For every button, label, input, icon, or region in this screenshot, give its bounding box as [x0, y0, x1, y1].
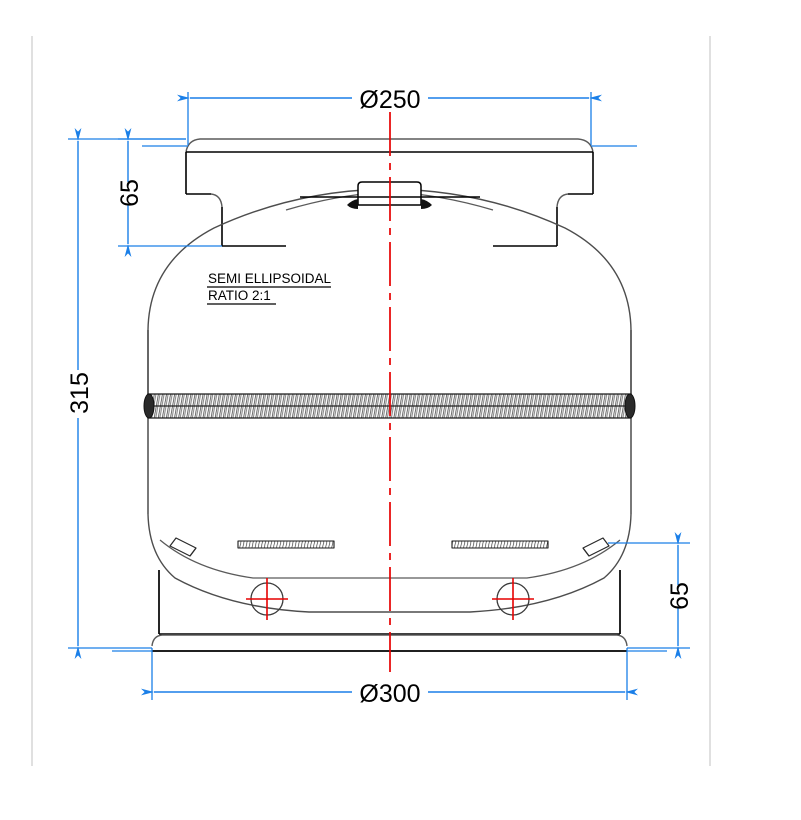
dimension-top-collar-height: 65: [116, 128, 222, 257]
foot-ring-weld-strips: [237, 540, 549, 549]
dim-label-overall-height: 315: [66, 372, 94, 414]
drain-hole-right: [492, 578, 534, 620]
drain-hole-left: [246, 578, 288, 620]
dim-label-bottom-diameter: Ø300: [359, 680, 420, 708]
sheet-frame: [31, 36, 711, 766]
dimension-base-ring-height: 65: [608, 532, 694, 659]
dimension-overall-height: 315: [66, 128, 186, 659]
dim-label-base-ring-height: 65: [666, 582, 694, 610]
dimension-bottom-diameter: Ø300: [112, 648, 667, 708]
cylindrical-shell: [147, 330, 632, 514]
dim-label-top-diameter: Ø250: [359, 86, 420, 114]
note-line-2: RATIO 2:1: [208, 288, 271, 303]
valve-guard-collar: [185, 138, 594, 247]
dim-label-top-collar-height: 65: [116, 179, 144, 207]
head-type-note: SEMI ELLIPSOIDAL RATIO 2:1: [207, 271, 332, 305]
note-line-1: SEMI ELLIPSOIDAL: [208, 271, 332, 286]
dimension-top-diameter: Ø250: [142, 86, 637, 147]
